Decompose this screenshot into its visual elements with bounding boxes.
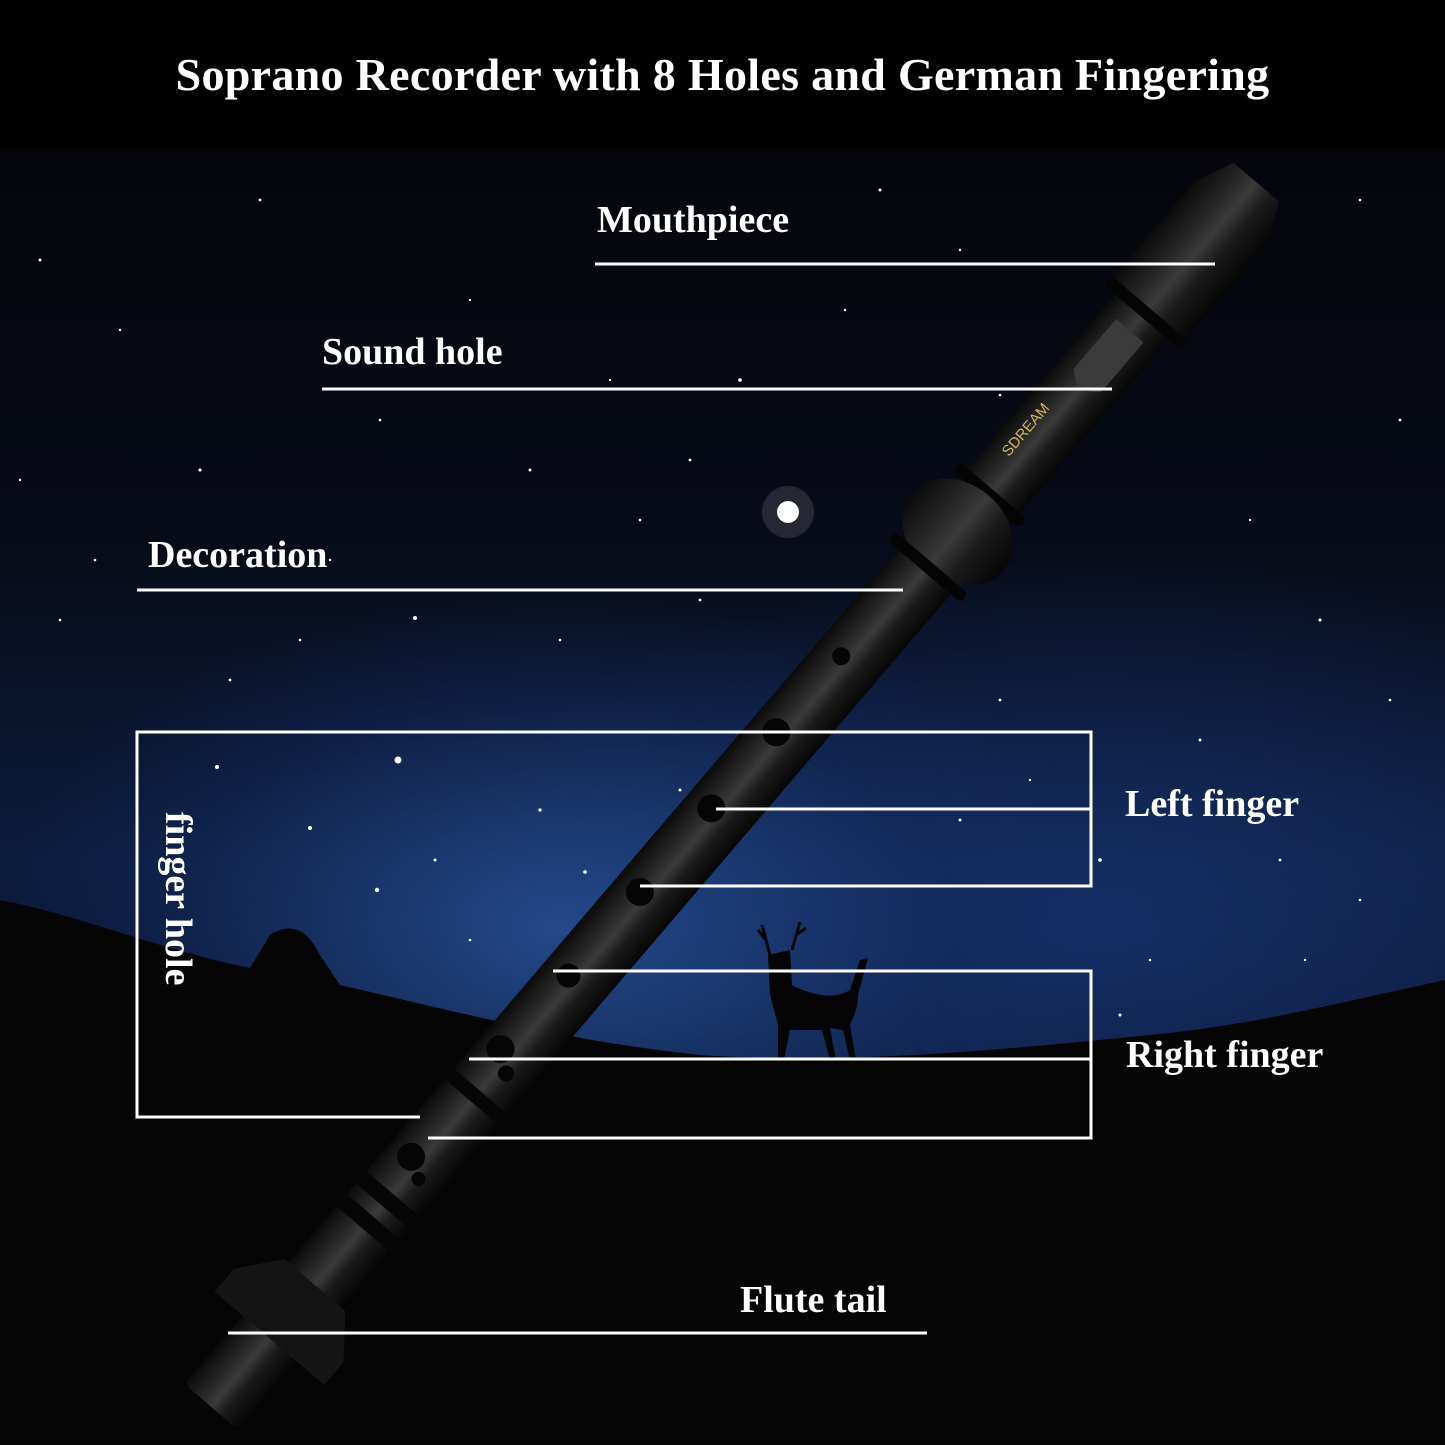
label-sound-hole: Sound hole <box>322 331 503 373</box>
flute-tail <box>214 1259 346 1385</box>
label-right-finger: Right finger <box>1126 1034 1324 1076</box>
finger-hole <box>832 647 851 666</box>
recorder-body <box>186 169 1275 1427</box>
decoration-ring-bottom <box>889 533 967 601</box>
stars <box>18 188 1402 1017</box>
double-hole <box>397 1142 426 1171</box>
mouthpiece-ring <box>1105 277 1186 348</box>
finger-hole-bracket <box>135 730 787 1119</box>
label-mouthpiece: Mouthpiece <box>597 199 790 241</box>
decoration-bulge <box>902 478 1014 586</box>
moon <box>762 486 814 538</box>
label-finger-hole: finger hole <box>157 812 199 986</box>
finger-hole <box>697 794 726 823</box>
finger-holes <box>486 647 851 1082</box>
mouthpiece <box>1109 162 1280 343</box>
finger-hole <box>497 1065 514 1082</box>
foot-ring <box>326 1185 410 1260</box>
foot-ring <box>438 1063 513 1130</box>
label-left-finger: Left finger <box>1125 783 1300 825</box>
finger-hole <box>486 1035 515 1064</box>
deer-silhouette <box>756 921 868 1060</box>
foot-ring <box>347 1164 428 1236</box>
sound-hole <box>1073 318 1144 393</box>
hill-silhouette <box>0 900 1445 1445</box>
right-finger-bracket <box>428 969 1093 1140</box>
page-title: Soprano Recorder with 8 Holes and German… <box>175 48 1270 100</box>
label-flute-tail: Flute tail <box>740 1279 887 1321</box>
label-decoration: Decoration <box>148 534 328 576</box>
title-bar: Soprano Recorder with 8 Holes and German… <box>0 0 1445 148</box>
decoration-ring-top <box>954 463 1025 527</box>
double-hole-small <box>411 1171 426 1186</box>
